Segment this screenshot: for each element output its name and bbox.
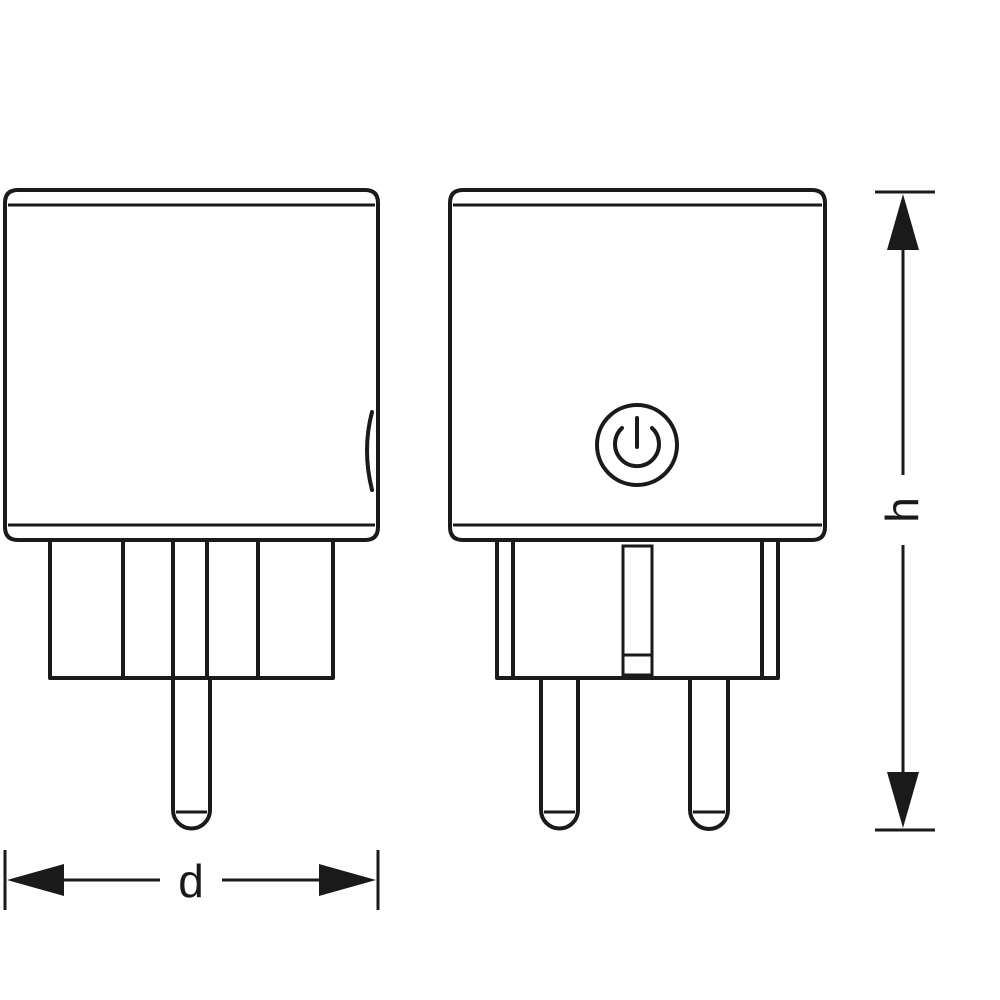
- front-pin-left: [539, 678, 580, 831]
- side-button-bump: [365, 410, 374, 492]
- depth-dimension: d: [3, 850, 380, 910]
- side-pin: [171, 678, 212, 831]
- height-dimension: h: [875, 190, 935, 832]
- arrow-up-icon: [887, 194, 919, 250]
- side-base: [48, 538, 335, 680]
- front-body: [448, 188, 827, 542]
- front-pin-right: [688, 678, 730, 831]
- front-base: [495, 538, 780, 680]
- height-label: h: [876, 497, 928, 523]
- power-icon[interactable]: [595, 403, 679, 487]
- depth-label: d: [178, 855, 204, 907]
- side-body: [3, 188, 380, 542]
- arrow-right-icon: [319, 864, 376, 896]
- arrow-down-icon: [887, 772, 919, 828]
- earth-slot: [621, 544, 654, 677]
- front-view-plug: [448, 188, 827, 831]
- side-view-plug: [3, 188, 380, 831]
- arrow-left-icon: [7, 864, 64, 896]
